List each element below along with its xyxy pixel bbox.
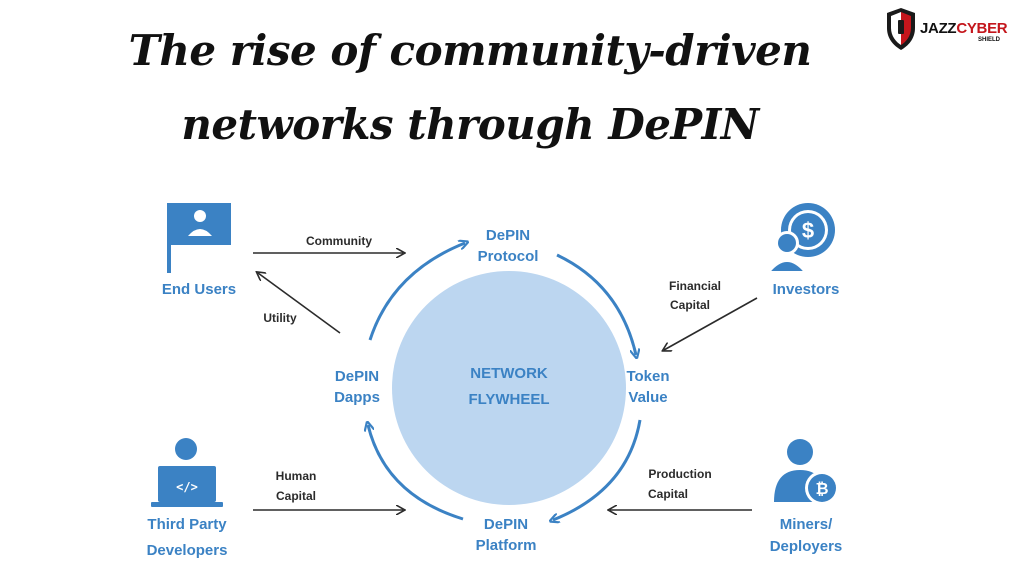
- svg-text:$: $: [802, 218, 814, 243]
- developers-label-line-2: Developers: [147, 542, 228, 559]
- human-label-line-2: Capital: [276, 489, 316, 503]
- logo-subtitle: SHIELD: [978, 37, 1001, 43]
- arrow-utility: [258, 273, 341, 334]
- flag-user-icon: [167, 203, 231, 273]
- miners-label-line-1: Miners/: [780, 516, 833, 533]
- dapps-label-line-2: Dapps: [334, 389, 380, 406]
- token-label-line-1: Token: [626, 368, 669, 385]
- network-flywheel-circle: [392, 271, 626, 505]
- arrow-protocol-to-token: [556, 253, 636, 355]
- community-label: Community: [306, 234, 372, 248]
- production-label-line-2: Capital: [648, 487, 688, 501]
- protocol-label-line-1: DePIN: [486, 227, 530, 244]
- jazzcyber-logo: JAZZCYBER SHIELD: [884, 6, 1014, 56]
- miners-label-line-2: Deployers: [770, 538, 843, 555]
- title-line-1: The rise of community-driven: [128, 26, 812, 75]
- developers-label-line-1: Third Party: [147, 516, 227, 533]
- logo-wordmark: JAZZCYBER: [920, 20, 1008, 37]
- laptop-code-icon: </>: [151, 438, 223, 507]
- title-line-2: networks through DePIN: [181, 100, 759, 149]
- svg-text:₿: ₿: [815, 480, 828, 498]
- investors-label: Investors: [773, 281, 840, 298]
- utility-label: Utility: [263, 311, 297, 325]
- user-bitcoin-icon: ₿: [774, 439, 839, 505]
- human-label-line-1: Human: [276, 469, 317, 483]
- production-label-line-1: Production: [648, 467, 711, 481]
- platform-label-line-2: Platform: [476, 537, 537, 554]
- arrow-platform-to-dapps: [368, 425, 464, 521]
- shield-icon: [887, 8, 915, 50]
- platform-label-line-1: DePIN: [484, 516, 528, 533]
- financial-label-line-1: Financial: [669, 279, 721, 293]
- arrow-platform-from-token: [553, 419, 642, 520]
- financial-label-line-2: Capital: [670, 298, 710, 312]
- center-label-line-2: FLYWHEEL: [468, 391, 549, 408]
- arrow-financial-capital: [664, 297, 758, 350]
- arrow-dapps-to-protocol: [368, 243, 465, 341]
- token-label-line-2: Value: [628, 389, 667, 406]
- center-label-line-1: NETWORK: [470, 365, 548, 382]
- dapps-label-line-1: DePIN: [335, 368, 379, 385]
- protocol-label-line-2: Protocol: [478, 248, 539, 265]
- end-users-label: End Users: [162, 281, 236, 298]
- user-dollar-icon: $: [766, 203, 835, 273]
- svg-text:</>: </>: [176, 480, 198, 494]
